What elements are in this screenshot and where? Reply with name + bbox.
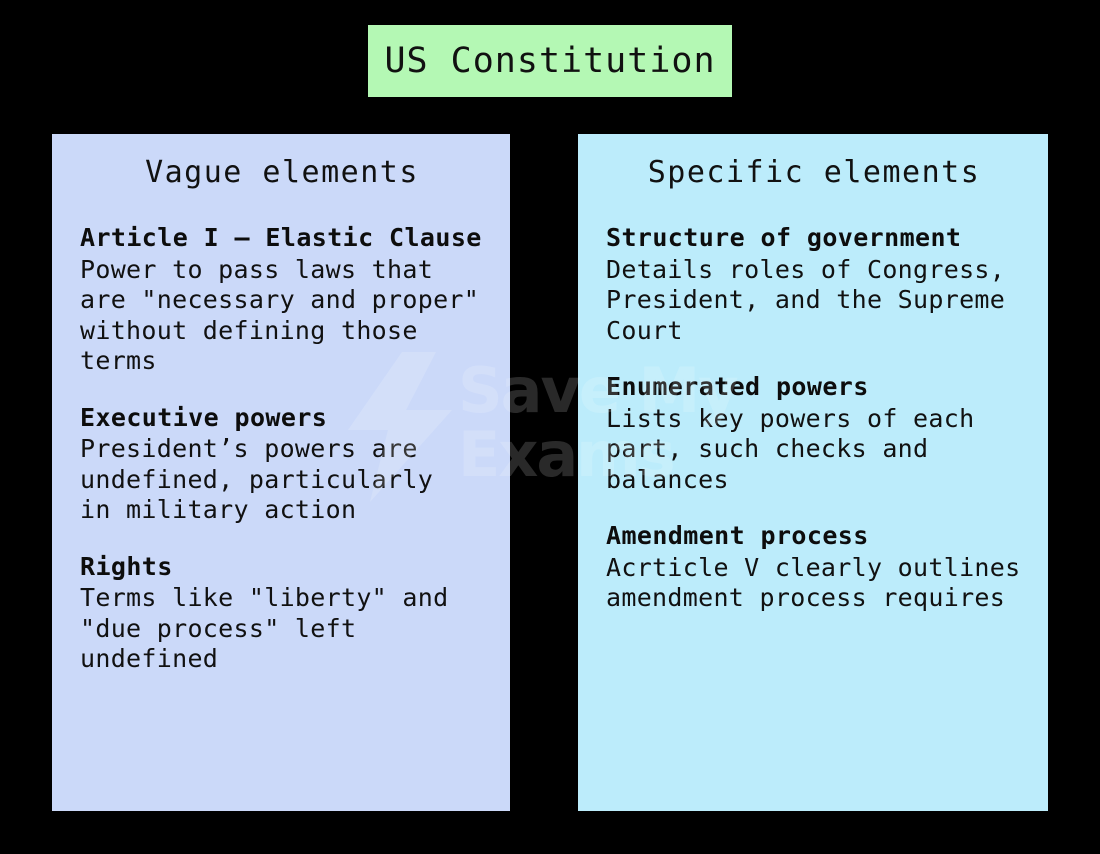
- section-specific-2: Enumerated powers Lists key powers of ea…: [606, 372, 1022, 495]
- section-body: Power to pass laws that are "necessary a…: [80, 254, 480, 376]
- section-body: Lists key powers of each part, such chec…: [606, 403, 975, 494]
- section-heading: Executive powers: [80, 402, 328, 432]
- section-body: Terms like "liberty" and "due process" l…: [80, 583, 449, 673]
- section-heading: Amendment process: [606, 521, 869, 550]
- section-body: Acrticle V clearly outlines amendment pr…: [606, 552, 1021, 613]
- page-title-box: US Constitution: [368, 25, 732, 97]
- section-heading: Article I – Elastic Clause: [80, 223, 482, 252]
- section-heading: Rights: [80, 551, 173, 581]
- panel-specific-elements: Specific elements Structure of governmen…: [578, 134, 1048, 811]
- section-vague-1: Article I – Elastic Clause Power to pass…: [80, 223, 484, 377]
- panel-vague-title: Vague elements: [145, 155, 419, 190]
- section-heading: Structure of government: [606, 223, 962, 252]
- section-body: Details roles of Congress, President, an…: [606, 254, 1006, 345]
- section-specific-3: Amendment process Acrticle V clearly out…: [606, 521, 1022, 614]
- section-vague-2: Executive powers President’s powers are …: [80, 403, 484, 526]
- section-specific-1: Structure of government Details roles of…: [606, 223, 1022, 346]
- section-heading: Enumerated powers: [606, 372, 869, 401]
- section-body: President’s powers are undefined, partic…: [80, 434, 434, 524]
- page-title: US Constitution: [384, 40, 716, 81]
- panel-specific-title: Specific elements: [647, 155, 981, 190]
- section-vague-3: Rights Terms like "liberty" and "due pro…: [80, 552, 484, 675]
- panel-vague-elements: Vague elements Article I – Elastic Claus…: [52, 134, 510, 811]
